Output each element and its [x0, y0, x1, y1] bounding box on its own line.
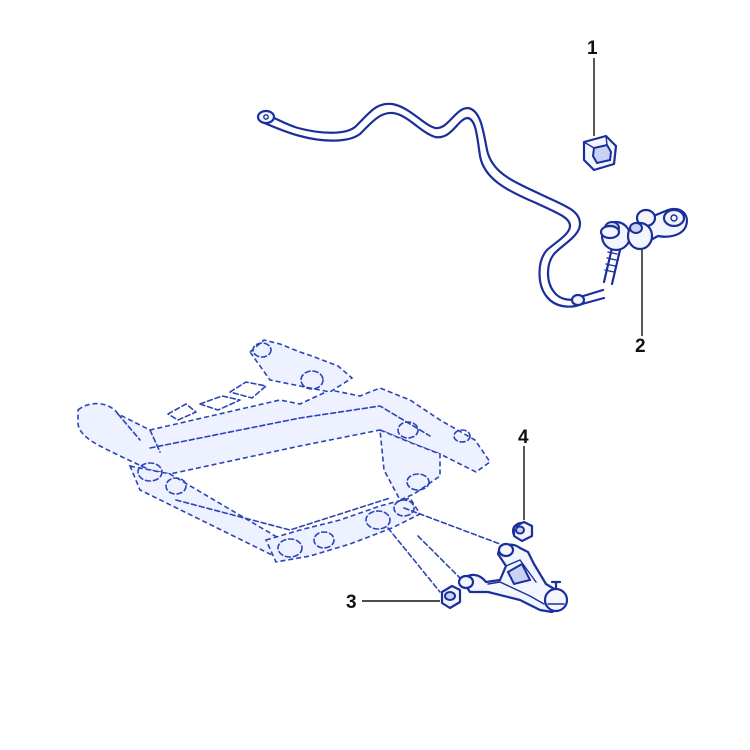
stabilizer-bar: [256, 102, 606, 308]
stabilizer-link: [599, 207, 688, 286]
control-arm-front-bushing: [440, 584, 462, 610]
front-subframe: [77, 339, 501, 593]
control-arm-rear-bushing: [511, 520, 534, 543]
callout-2-label: 2: [635, 336, 646, 357]
callout-3-label: 3: [346, 592, 357, 613]
callout-1-label: 1: [587, 38, 598, 59]
callout-4-label: 4: [518, 427, 529, 448]
lower-control-arm: [457, 542, 569, 614]
stabilizer-bushing: [582, 134, 618, 172]
